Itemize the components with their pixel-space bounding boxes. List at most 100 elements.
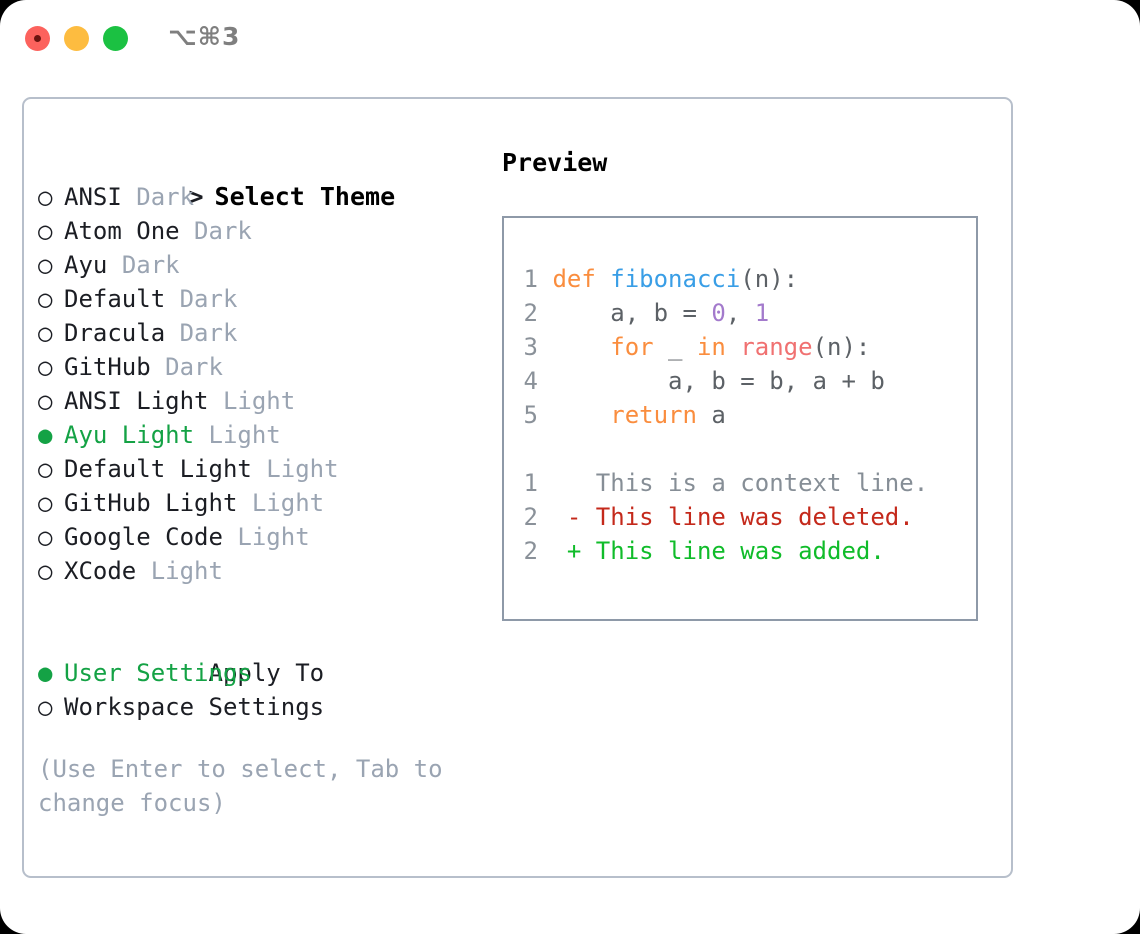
apply-to-option-label: Workspace Settings <box>64 693 325 721</box>
keyboard-hint-text: (Use Enter to select, Tab to change focu… <box>38 755 443 817</box>
radio-unselected-icon: ○ <box>38 387 53 415</box>
code-token-call: range <box>740 333 813 361</box>
preview-column: Preview 1 def fibonacci(n):2 a, b = 0, 1… <box>502 146 992 621</box>
radio-selected-icon: ● <box>38 421 53 449</box>
theme-variant-tag: Dark <box>179 285 238 313</box>
radio-unselected-icon: ○ <box>38 285 53 313</box>
theme-option-github[interactable]: ○GitHub Dark <box>38 350 478 384</box>
diff-sample: 1 This is a context line. 2 - This line w… <box>522 466 976 568</box>
label-separator <box>151 353 165 381</box>
diff-line-number: 1 <box>523 469 538 497</box>
theme-option-list: ○ANSI Dark○Atom One Dark○Ayu Dark○Defaul… <box>38 180 478 588</box>
gutter-space <box>538 367 552 395</box>
theme-option-ansi-light[interactable]: ○ ANSI Light Light <box>38 384 478 418</box>
preview-gap <box>522 432 976 466</box>
theme-option-atom-one[interactable]: ○Atom One Dark <box>38 214 478 248</box>
theme-option-label: Default Light <box>64 455 252 483</box>
theme-option-label: Default <box>64 285 166 313</box>
code-line: 2 a, b = 0, 1 <box>522 296 976 330</box>
theme-option-dracula[interactable]: ○Dracula Dark <box>38 316 478 350</box>
label-separator <box>180 217 194 245</box>
label-separator <box>252 455 266 483</box>
code-line-number: 2 <box>523 299 538 327</box>
theme-option-label: Google Code <box>64 523 223 551</box>
minimize-light-icon[interactable] <box>64 26 89 51</box>
gutter-space <box>538 503 567 531</box>
theme-selector-panel: >Select Theme ○ANSI Dark○Atom One Dark○A… <box>22 97 1013 878</box>
code-line-number: 5 <box>523 401 538 429</box>
label-separator <box>107 251 121 279</box>
diff-line: 2 - This line was deleted. <box>522 500 976 534</box>
label-separator <box>165 319 179 347</box>
radio-selected-icon: ● <box>38 659 53 687</box>
maximize-light-icon[interactable] <box>103 26 128 51</box>
window-titlebar: ⌥⌘3 <box>0 0 1140 78</box>
code-token-pl <box>552 333 610 361</box>
code-line: 4 a, b = b, a + b <box>522 364 976 398</box>
theme-option-ayu[interactable]: ○ Ayu Dark <box>38 248 478 282</box>
label-separator <box>209 387 223 415</box>
code-token-kw: return <box>610 401 697 429</box>
diff-line-number: 2 <box>523 503 538 531</box>
gutter-space <box>538 401 552 429</box>
label-separator <box>194 421 208 449</box>
radio-unselected-icon: ○ <box>38 217 53 245</box>
preview-title: Preview <box>502 148 608 177</box>
apply-to-option-list: ● User Settings ○Workspace Settings <box>38 656 478 724</box>
theme-option-xcode[interactable]: ○ XCode Light <box>38 554 478 588</box>
theme-option-label: Ayu Light <box>64 421 195 449</box>
theme-variant-tag: Light <box>150 557 223 585</box>
code-token-kw: for <box>610 333 654 361</box>
theme-option-ayu-light[interactable]: ●Ayu Light Light <box>38 418 478 452</box>
theme-option-label: Ayu <box>64 251 108 279</box>
theme-option-label: XCode <box>64 557 137 585</box>
theme-option-label: ANSI Light <box>64 387 209 415</box>
theme-variant-tag: Dark <box>121 251 180 279</box>
code-line: 3 for _ in range(n): <box>522 330 976 364</box>
diff-sign <box>567 469 581 497</box>
select-theme-header-label: Select Theme <box>214 182 396 211</box>
theme-option-label: GitHub Light <box>64 489 238 517</box>
theme-variant-tag: Light <box>251 489 325 517</box>
prompt-caret-icon: > <box>188 182 204 211</box>
code-token-pl: a, b = <box>552 299 712 327</box>
label-separator <box>122 183 136 211</box>
apply-to-option-label: User Settings <box>64 659 252 687</box>
theme-option-default[interactable]: ○ Default Dark <box>38 282 478 316</box>
code-line-number: 3 <box>523 333 538 361</box>
radio-unselected-icon: ○ <box>38 251 53 279</box>
label-separator <box>237 489 251 517</box>
code-token-pl: a, b = b, a + b <box>552 367 885 395</box>
theme-variant-tag: Light <box>222 387 296 415</box>
radio-unselected-icon: ○ <box>38 319 53 347</box>
theme-option-google-code[interactable]: ○Google Code Light <box>38 520 478 554</box>
label-separator <box>223 523 237 551</box>
code-token-pl: _ <box>653 333 697 361</box>
theme-option-github-light[interactable]: ○ GitHub Light Light <box>38 486 478 520</box>
code-line-number: 1 <box>523 265 538 293</box>
radio-unselected-icon: ○ <box>38 557 53 585</box>
label-separator <box>136 557 150 585</box>
theme-option-ansi[interactable]: ○ANSI Dark <box>38 180 478 214</box>
theme-option-label: GitHub <box>64 353 151 381</box>
radio-unselected-icon: ○ <box>38 489 53 517</box>
code-token-num: 1 <box>754 299 770 327</box>
theme-variant-tag: Dark <box>194 217 252 245</box>
radio-unselected-icon: ○ <box>38 455 53 483</box>
code-line: 5 return a <box>522 398 976 432</box>
apply-to-option-user-settings[interactable]: ● User Settings <box>38 656 478 690</box>
list-spacer <box>38 588 478 622</box>
diff-line: 2 + This line was added. <box>522 534 976 568</box>
apply-to-option-workspace-settings[interactable]: ○Workspace Settings <box>38 690 478 724</box>
theme-option-default-light[interactable]: ○Default Light Light <box>38 452 478 486</box>
close-light-icon[interactable] <box>25 26 50 51</box>
gutter-space <box>538 299 552 327</box>
code-line: 1 def fibonacci(n): <box>522 262 976 296</box>
apply-to-header: ○Apply To <box>38 622 478 687</box>
diff-text: This is a context line. <box>581 469 929 497</box>
traffic-lights <box>25 26 128 51</box>
code-token-pl: a <box>696 401 726 429</box>
apply-to-header-label: Apply To <box>208 659 325 687</box>
